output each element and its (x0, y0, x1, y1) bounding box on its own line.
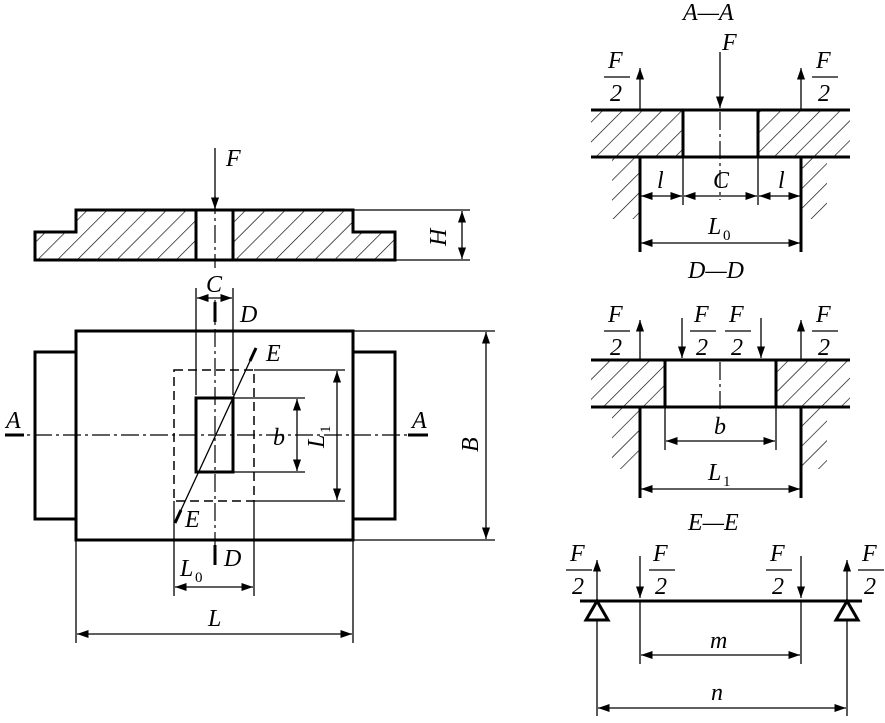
svg-text:2: 2 (610, 335, 622, 361)
svg-text:F: F (607, 48, 623, 74)
section-d-top: D (239, 302, 257, 328)
svg-text:2: 2 (696, 335, 708, 361)
length-label: L (207, 606, 221, 632)
section-ee-half-force-right: F 2 (842, 541, 884, 600)
inner-breadth-label: L 1 (304, 426, 334, 450)
svg-text:L: L (304, 435, 330, 449)
force-label: F (225, 146, 241, 172)
svg-text:F: F (728, 302, 744, 328)
section-e-bottom: E (184, 507, 200, 533)
inner-length-label: L 0 (179, 556, 203, 586)
section-aa-title: A—A (681, 0, 734, 26)
svg-text:F: F (861, 541, 877, 567)
svg-text:L: L (179, 556, 193, 582)
support-left (583, 598, 611, 622)
section-dd-span-label: L 1 (707, 460, 731, 490)
svg-text:F: F (569, 541, 585, 567)
section-ee-inner-span: m (710, 628, 727, 654)
section-aa-force: F (721, 30, 737, 56)
svg-text:L: L (707, 460, 721, 486)
svg-text:2: 2 (864, 574, 876, 600)
section-aa-width: C (713, 168, 730, 194)
svg-text:F: F (769, 541, 785, 567)
section-dd-half-force-inner-left: F 2 (677, 302, 716, 361)
svg-text:2: 2 (818, 81, 830, 107)
section-dd-half-force-right: F 2 (796, 302, 838, 361)
svg-text:F: F (607, 302, 623, 328)
section-e-top: E (265, 341, 281, 367)
section-ee-title: E—E (687, 510, 739, 536)
svg-text:1: 1 (318, 426, 334, 434)
support-right (833, 598, 861, 622)
svg-text:2: 2 (572, 574, 584, 600)
section-aa-half-force-right: F 2 (796, 48, 838, 110)
svg-text:F: F (652, 541, 668, 567)
svg-text:L: L (707, 214, 721, 240)
svg-text:0: 0 (723, 228, 731, 244)
section-aa: A—A F F 2 F 2 (591, 0, 850, 252)
section-dd-half-force-left: F 2 (604, 302, 645, 361)
section-dd-width: b (714, 414, 726, 440)
svg-text:1: 1 (723, 474, 731, 490)
section-d-bottom: D (223, 546, 241, 572)
svg-text:F: F (815, 48, 831, 74)
section-ee-outer-span: n (711, 680, 723, 706)
svg-text:2: 2 (610, 81, 622, 107)
section-ee-half-force-inner-right: F 2 (766, 541, 806, 600)
section-dd: D—D F 2 F 2 F 2 F 2 (591, 258, 850, 498)
section-dd-title: D—D (687, 258, 744, 284)
section-e-line (174, 347, 257, 524)
section-ee: E—E F 2 F 2 F 2 F 2 (566, 510, 884, 716)
section-width-label: C (206, 272, 223, 298)
elevation-section: F H (33, 146, 470, 268)
svg-text:2: 2 (818, 335, 830, 361)
svg-text:2: 2 (731, 335, 743, 361)
svg-text:F: F (815, 302, 831, 328)
section-a-left: A (4, 408, 21, 434)
section-width-dimension: C (195, 272, 234, 395)
section-aa-span-label: L 0 (707, 214, 731, 244)
svg-text:2: 2 (772, 574, 784, 600)
slot-label: b (273, 425, 285, 451)
breadth-label: B (458, 437, 484, 452)
section-a-right: A (410, 408, 427, 434)
plan-view: F H C A A D (4, 146, 495, 643)
section-aa-gap-left: l (657, 168, 664, 194)
section-ee-half-force-inner-left: F 2 (635, 541, 675, 600)
section-aa-gap-right: l (778, 168, 785, 194)
height-label: H (426, 227, 452, 247)
svg-text:F: F (693, 302, 709, 328)
svg-text:0: 0 (195, 570, 203, 586)
section-dd-half-force-inner-right: F 2 (725, 302, 766, 361)
section-aa-half-force-left: F 2 (604, 48, 645, 110)
section-ee-half-force-left: F 2 (566, 541, 602, 600)
svg-text:2: 2 (655, 574, 667, 600)
